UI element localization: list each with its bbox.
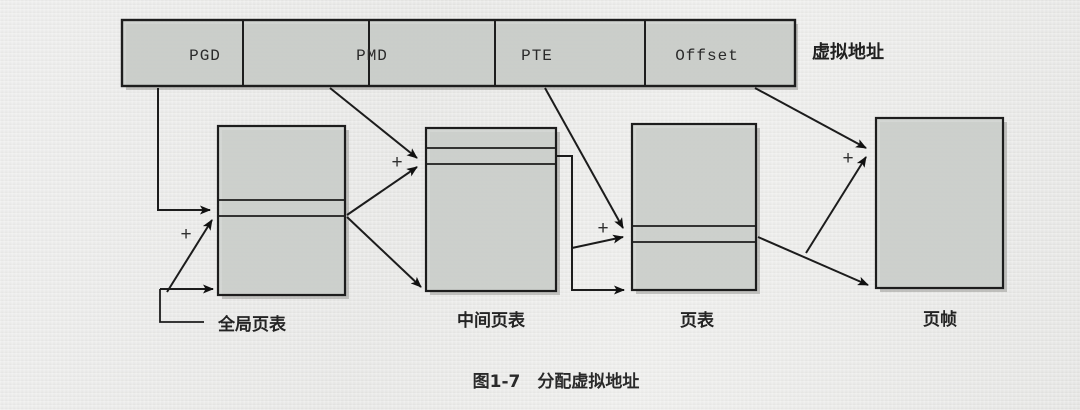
bracket-middle-entry-to-page-table-base	[556, 155, 625, 295]
virtual-address-bar: PGD PMD PTE Offset	[120, 18, 798, 90]
page-table-body	[630, 122, 758, 292]
connector-base-to-global-page-table-entry	[166, 219, 213, 293]
connector-global-entry-to-middle-entry	[346, 166, 418, 216]
middle-page-table-body	[424, 126, 558, 293]
label-page-frame: 页帧	[923, 309, 957, 330]
virtual-address-label: 虚拟地址	[812, 41, 884, 63]
table-box-page-table	[630, 122, 760, 294]
plus-sign-page-frame: +	[842, 148, 853, 169]
connector-pgd-to-global-page-table	[157, 88, 211, 215]
address-segment-pte: PTE	[521, 47, 553, 65]
connector-pte-to-page-table	[544, 87, 624, 229]
figure-caption: 图1-7 分配虚拟地址	[473, 371, 640, 392]
connector-offset-to-page-frame	[754, 87, 867, 149]
connector-page-entry-to-page-frame-top	[805, 156, 867, 254]
virtual-address-bar-body	[120, 18, 797, 88]
plus-sign-global-page-table: +	[180, 224, 191, 245]
plus-sign-page-table: +	[597, 218, 608, 239]
global-page-table-body	[216, 124, 347, 297]
connector-page-entry-to-page-frame-base	[757, 236, 869, 286]
table-box-global-page-table	[216, 124, 349, 299]
label-page-table: 页表	[680, 310, 715, 331]
table-box-page-frame	[874, 116, 1007, 292]
connector-pmd-to-middle-page-table	[329, 87, 418, 159]
table-box-middle-page-table	[424, 126, 560, 295]
plus-sign-middle-page-table: +	[391, 152, 402, 173]
label-global-page-table: 全局页表	[217, 314, 287, 335]
connector-global-entry-to-middle-base	[346, 216, 422, 288]
label-middle-page-table: 中间页表	[457, 310, 526, 331]
connector-middle-entry-to-page-table-entry	[571, 234, 624, 249]
address-segment-offset: Offset	[675, 47, 739, 65]
address-segment-pmd: PMD	[356, 47, 388, 65]
address-segment-pgd: PGD	[189, 47, 221, 65]
page-frame-body	[874, 116, 1005, 290]
bracket-global-page-table-label	[159, 289, 204, 323]
